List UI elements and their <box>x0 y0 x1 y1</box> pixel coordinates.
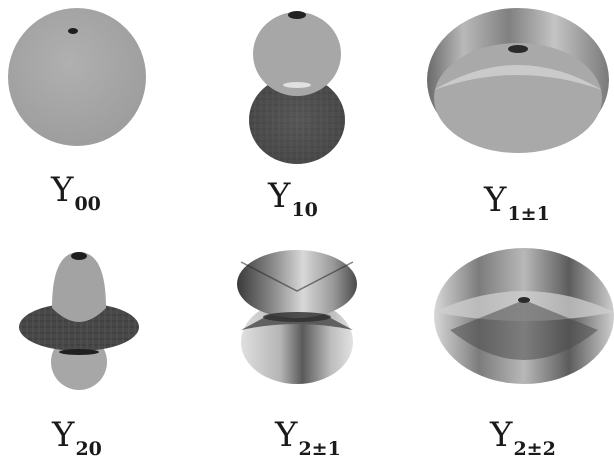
label-letter: Y <box>490 415 512 455</box>
label-y2pm1: Y2±1 <box>275 415 341 460</box>
label-subscript: 10 <box>291 199 317 221</box>
label-subscript: 20 <box>75 438 101 460</box>
label-letter: Y <box>268 176 290 216</box>
label-y10: Y10 <box>268 176 318 221</box>
label-y20: Y20 <box>52 415 102 460</box>
label-subscript: 00 <box>74 193 100 215</box>
label-letter: Y <box>51 170 73 210</box>
label-letter: Y <box>52 415 74 455</box>
label-y00: Y00 <box>51 170 101 215</box>
label-subscript: 2±1 <box>298 438 340 460</box>
spherical-harmonic-y00-icon <box>8 8 146 146</box>
spherical-harmonic-y10-icon <box>249 11 345 164</box>
label-letter: Y <box>275 415 297 455</box>
label-y1pm1: Y1±1 <box>484 180 550 225</box>
label-y2pm2: Y2±2 <box>490 415 556 460</box>
label-letter: Y <box>484 180 506 220</box>
spherical-harmonic-y20-icon <box>19 252 139 390</box>
spherical-harmonic-y2pm1-icon <box>237 250 357 384</box>
label-subscript: 1±1 <box>507 203 549 225</box>
label-subscript: 2±2 <box>513 438 555 460</box>
spherical-harmonic-y1pm1-icon <box>427 8 609 153</box>
spherical-harmonic-y2pm2-icon <box>434 248 614 384</box>
